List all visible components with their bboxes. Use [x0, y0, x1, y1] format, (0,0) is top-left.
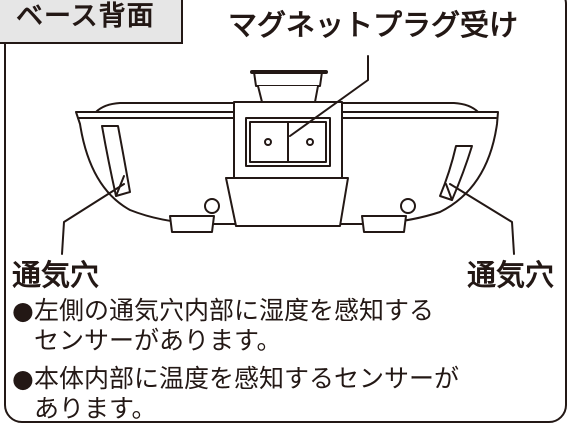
note-1-line-1: 左側の通気穴内部に湿度を感知する	[34, 296, 435, 325]
note-1-line-2: センサーがあります。	[34, 326, 282, 355]
note-1: ●左側の通気穴内部に湿度を感知する センサーがあります。	[12, 296, 434, 356]
vent-right-label: 通気穴	[467, 258, 555, 292]
note-2: ●本体内部に温度を感知するセンサーが あります。	[12, 364, 459, 424]
vent-left-label: 通気穴	[12, 258, 100, 292]
panel-frame	[4, 0, 567, 423]
bullet-icon: ●	[12, 296, 34, 325]
plug-callout-label: マグネットプラグ受け	[228, 8, 519, 42]
bullet-icon: ●	[12, 364, 34, 393]
section-tag: ベース背面	[0, 0, 183, 44]
note-2-line-1: 本体内部に温度を感知するセンサーが	[34, 364, 460, 393]
note-2-line-2: あります。	[34, 394, 157, 423]
